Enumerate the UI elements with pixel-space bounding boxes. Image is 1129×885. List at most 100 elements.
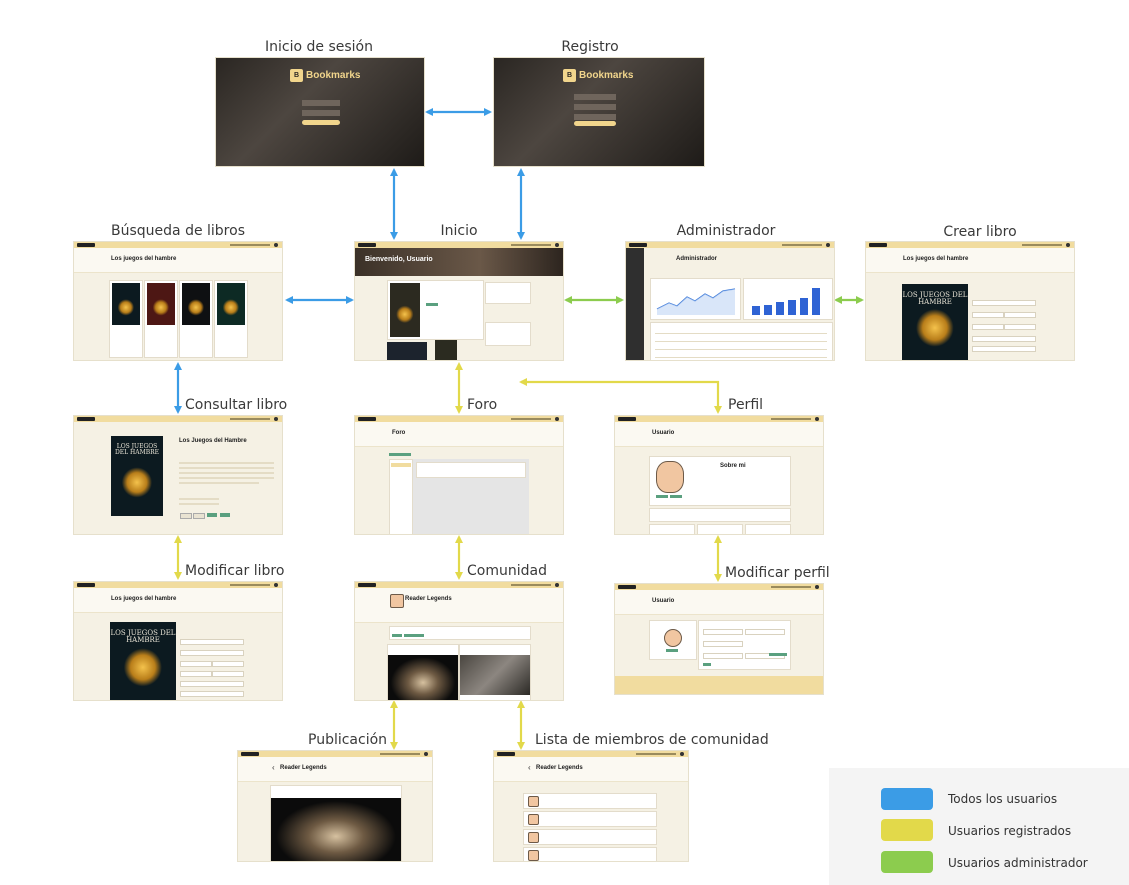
label-members: Lista de miembros de comunidad xyxy=(535,732,769,748)
register-name-field[interactable] xyxy=(574,94,616,100)
member-row[interactable] xyxy=(523,811,657,827)
back-icon[interactable]: ‹ xyxy=(272,763,275,772)
form-field[interactable] xyxy=(972,336,1036,342)
profile-button[interactable] xyxy=(656,495,668,498)
screen-edit-profile: Usuario xyxy=(615,584,823,694)
screen-book-detail: LOS JUEGOS DEL HAMBRE Los Juegos del Ham… xyxy=(74,416,282,534)
profile-tab[interactable] xyxy=(649,524,695,534)
book-thumb[interactable] xyxy=(435,340,457,360)
action-button[interactable] xyxy=(193,513,205,519)
edit-profile-photo xyxy=(649,620,697,660)
form-field[interactable] xyxy=(972,346,1036,352)
app-bar xyxy=(355,582,563,588)
form-field[interactable] xyxy=(972,300,1036,306)
save-button[interactable] xyxy=(703,663,711,666)
book-card[interactable] xyxy=(144,280,178,358)
legend-label-admin: Usuarios administrador xyxy=(948,856,1088,870)
form-field[interactable] xyxy=(212,661,244,667)
home-welcome: Bienvenido, Usuario xyxy=(365,256,433,263)
app-bar xyxy=(494,751,688,757)
form-field[interactable] xyxy=(180,639,244,645)
legend-swatch-registered xyxy=(881,819,933,841)
book-card[interactable] xyxy=(109,280,143,358)
label-edit-profile: Modificar perfil xyxy=(725,565,830,581)
form-field[interactable] xyxy=(212,671,244,677)
forum-sidebar xyxy=(389,459,413,534)
screen-admin: Administrador xyxy=(626,242,834,360)
form-field[interactable] xyxy=(180,650,244,656)
post-card xyxy=(270,785,402,861)
login-submit-button[interactable] xyxy=(302,120,340,125)
book-thumb[interactable] xyxy=(387,342,427,360)
member-row[interactable] xyxy=(523,793,657,809)
page-header xyxy=(494,757,688,782)
edit-profile-form xyxy=(698,620,791,670)
app-bar xyxy=(74,582,282,588)
book-card[interactable] xyxy=(214,280,248,358)
action-button[interactable] xyxy=(220,513,230,517)
admin-line-chart xyxy=(650,278,741,320)
admin-bar-chart xyxy=(743,278,833,320)
form-field[interactable] xyxy=(180,661,212,667)
page-header xyxy=(74,588,282,613)
app-bar xyxy=(615,584,823,590)
forum-thread-area xyxy=(413,459,529,534)
form-field[interactable] xyxy=(1004,324,1036,330)
save-button[interactable] xyxy=(769,653,787,656)
page-title: Foro xyxy=(392,430,406,436)
login-email-field[interactable] xyxy=(302,100,340,106)
community-post[interactable] xyxy=(459,644,531,700)
page-title: Los juegos del hambre xyxy=(903,256,969,262)
book-card[interactable] xyxy=(179,280,213,358)
action-button[interactable] xyxy=(180,513,192,519)
register-password-field[interactable] xyxy=(574,114,616,120)
action-button[interactable] xyxy=(207,513,217,517)
form-field[interactable] xyxy=(972,324,1004,330)
app-bar xyxy=(74,416,282,422)
admin-table xyxy=(650,322,833,360)
label-community: Comunidad xyxy=(467,563,547,579)
label-edit-book: Modificar libro xyxy=(185,563,285,579)
avatar xyxy=(656,461,684,493)
label-register: Registro xyxy=(561,39,619,55)
back-icon[interactable]: ‹ xyxy=(528,763,531,772)
page-title: Usuario xyxy=(652,598,675,604)
page-title: Los juegos del hambre xyxy=(111,596,177,602)
screen-search: Los juegos del hambre xyxy=(74,242,282,360)
page-title: Reader Legends xyxy=(405,596,452,602)
profile-button[interactable] xyxy=(670,495,682,498)
footer xyxy=(615,676,823,694)
form-field[interactable] xyxy=(972,312,1004,318)
app-bar xyxy=(238,751,432,757)
form-field[interactable] xyxy=(1004,312,1036,318)
member-row[interactable] xyxy=(523,847,657,861)
profile-card: Sobre mi xyxy=(649,456,791,506)
book-cover: LOS JUEGOS DEL HAMBRE xyxy=(111,436,163,516)
form-field[interactable] xyxy=(180,671,212,677)
featured-book-button[interactable] xyxy=(426,303,438,306)
register-background xyxy=(494,58,704,166)
member-row[interactable] xyxy=(523,829,657,845)
page-header xyxy=(866,248,1074,273)
forum-new-button[interactable] xyxy=(389,453,411,456)
home-banner xyxy=(355,248,563,276)
profile-tab[interactable] xyxy=(697,524,743,534)
screen-forum: Foro xyxy=(355,416,563,534)
featured-book-card[interactable] xyxy=(387,280,484,340)
legend-swatch-admin xyxy=(881,851,933,873)
forum-thread[interactable] xyxy=(416,462,526,478)
profile-tab[interactable] xyxy=(745,524,791,534)
change-photo-button[interactable] xyxy=(666,649,678,652)
form-field[interactable] xyxy=(180,691,244,697)
app-bar xyxy=(866,242,1074,248)
page-header xyxy=(355,422,563,447)
community-post[interactable] xyxy=(387,644,459,700)
register-submit-button[interactable] xyxy=(574,121,616,126)
form-field[interactable] xyxy=(180,681,244,687)
label-forum: Foro xyxy=(467,397,498,413)
login-password-field[interactable] xyxy=(302,110,340,116)
community-composer[interactable] xyxy=(389,626,531,640)
register-email-field[interactable] xyxy=(574,104,616,110)
